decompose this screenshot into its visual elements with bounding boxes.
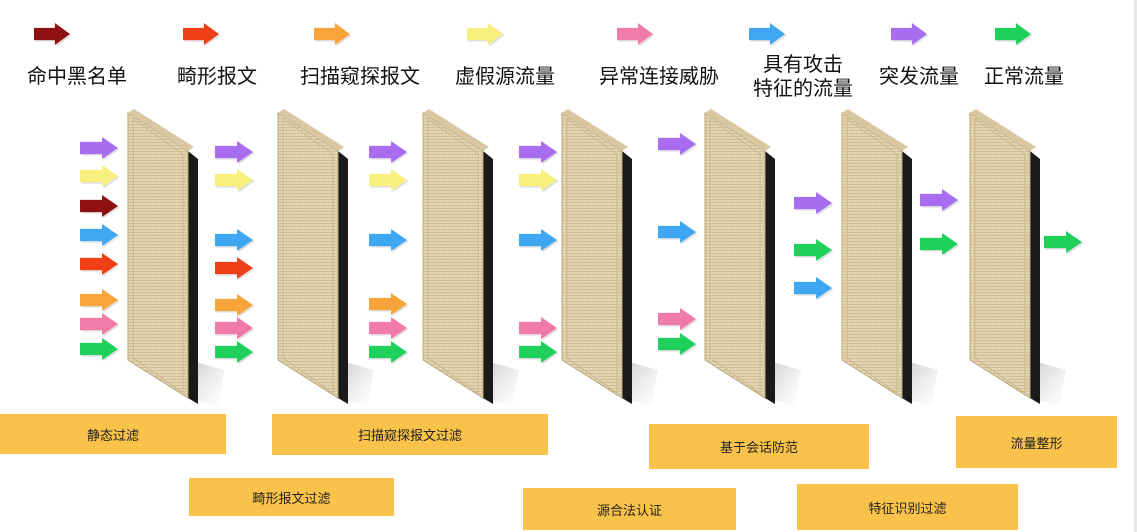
stage-label-3: 扫描窥探报文过滤 xyxy=(272,414,548,455)
flow-arrow-normal xyxy=(80,338,120,362)
filter-wall-7 xyxy=(970,109,1066,406)
legend-label-blacklist: 命中黑名单 xyxy=(7,64,147,88)
flow-arrow-signature xyxy=(658,221,698,245)
filter-wall-3 xyxy=(423,109,519,406)
stage-label-5: 基于会话防范 xyxy=(649,424,869,469)
flow-arrow-signature xyxy=(794,277,834,301)
flow-arrow-normal xyxy=(519,341,559,365)
legend-arrow-scan xyxy=(314,23,352,47)
legend-label-spoof: 虚假源流量 xyxy=(435,64,575,88)
legend-label-scan: 扫描窥探报文 xyxy=(290,64,430,88)
legend-arrow-malformed xyxy=(183,23,221,47)
flow-arrow-abnormal xyxy=(215,317,255,341)
legend-arrow-spoof xyxy=(467,23,505,47)
flow-arrow-burst xyxy=(519,141,559,165)
legend-arrow-signature xyxy=(749,23,787,47)
flow-arrow-signature xyxy=(80,224,120,248)
flow-arrow-spoof xyxy=(80,165,120,189)
stage-label-2: 畸形报文过滤 xyxy=(189,478,394,516)
flow-arrow-burst xyxy=(215,141,255,165)
flow-arrow-abnormal xyxy=(519,317,559,341)
filter-wall-2 xyxy=(278,109,374,406)
legend-label-malformed: 畸形报文 xyxy=(147,64,287,88)
flow-arrow-normal xyxy=(1044,231,1084,255)
flow-arrow-spoof xyxy=(369,169,409,193)
flow-arrow-burst xyxy=(80,137,120,161)
flow-arrow-burst xyxy=(369,141,409,165)
flow-arrow-spoof xyxy=(519,169,559,193)
flow-arrow-malformed xyxy=(215,257,255,281)
flow-arrow-normal xyxy=(920,233,960,257)
legend-arrow-burst xyxy=(891,23,929,47)
stage-label-7: 流量整形 xyxy=(956,416,1117,468)
legend-label-normal: 正常流量 xyxy=(954,64,1094,88)
flow-arrow-signature xyxy=(519,229,559,253)
flow-arrow-abnormal xyxy=(369,317,409,341)
stage-label-1: 静态过滤 xyxy=(0,414,226,454)
flow-arrow-spoof xyxy=(215,169,255,193)
flow-arrow-blacklist xyxy=(80,195,120,219)
flow-arrow-burst xyxy=(794,192,834,216)
flow-arrow-scan xyxy=(215,294,255,318)
flow-arrow-scan xyxy=(80,289,120,313)
flow-arrow-normal xyxy=(369,341,409,365)
filter-wall-1 xyxy=(128,109,224,406)
filter-wall-4 xyxy=(562,109,658,406)
filter-wall-5 xyxy=(705,109,801,406)
flow-arrow-malformed xyxy=(80,253,120,277)
flow-arrow-burst xyxy=(658,133,698,157)
flow-arrow-burst xyxy=(920,189,960,213)
flow-arrow-normal xyxy=(215,341,255,365)
flow-arrow-normal xyxy=(794,239,834,263)
flow-arrow-signature xyxy=(369,229,409,253)
flow-arrow-abnormal xyxy=(658,308,698,332)
stage-label-6: 特征识别过滤 xyxy=(797,484,1018,530)
legend-label-abnormal: 异常连接威胁 xyxy=(589,64,729,88)
legend-arrow-normal xyxy=(995,23,1033,47)
flow-arrow-normal xyxy=(658,333,698,357)
flow-arrow-signature xyxy=(215,229,255,253)
legend-arrow-abnormal xyxy=(617,23,655,47)
legend-arrow-blacklist xyxy=(34,23,72,47)
filter-wall-6 xyxy=(842,109,938,406)
stage-label-4: 源合法认证 xyxy=(523,488,736,530)
flow-arrow-scan xyxy=(369,293,409,317)
flow-arrow-abnormal xyxy=(80,313,120,337)
